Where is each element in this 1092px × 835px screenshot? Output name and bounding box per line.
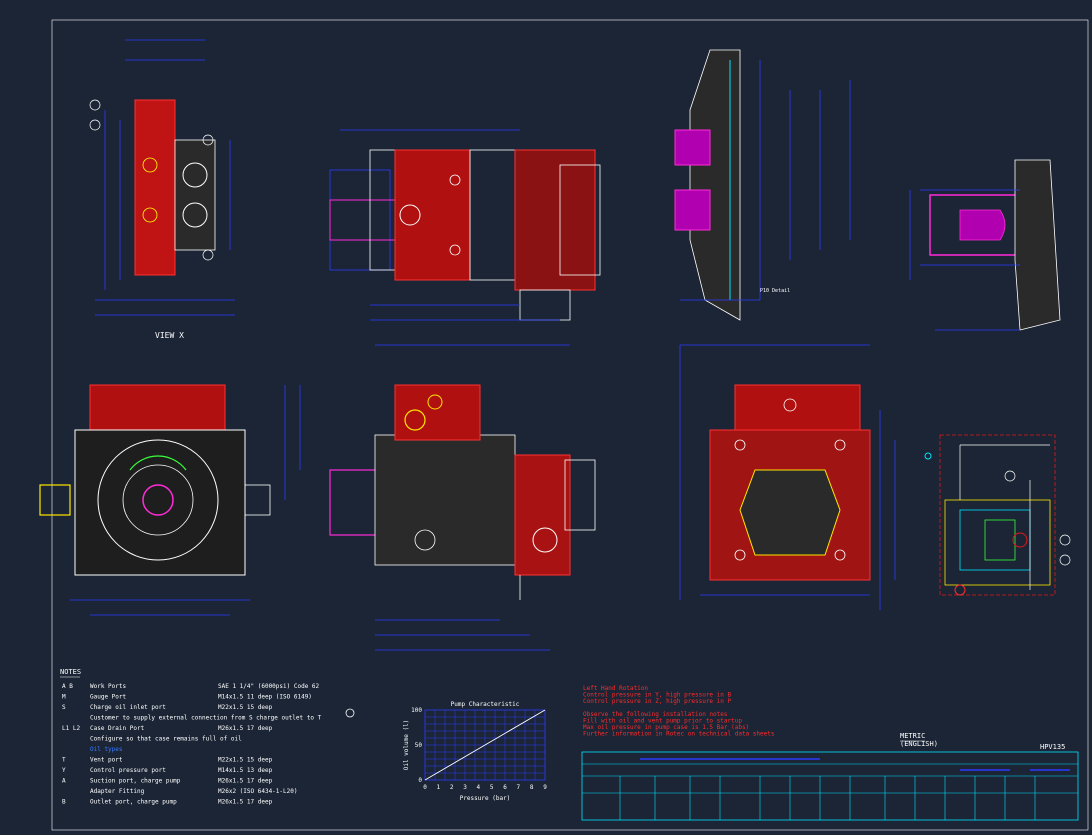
note-label: Outlet port, charge pump <box>90 799 177 806</box>
installation-note-line: Left Hand Rotation <box>583 685 648 692</box>
title-block: METRIC (ENGLISH) HPV135 <box>581 732 1079 821</box>
note-marker: T <box>62 757 66 764</box>
hydraulic-schematic <box>924 434 1071 596</box>
view-top-side <box>329 129 601 321</box>
chart-series <box>424 709 546 781</box>
english-label: (ENGLISH) <box>900 740 938 748</box>
note-label: Oil types <box>90 746 123 753</box>
note-label: Gauge Port <box>90 694 127 701</box>
chart-x-tick: 3 <box>463 784 467 791</box>
view-side-section <box>329 344 596 651</box>
chart-x-tick: 9 <box>543 784 547 791</box>
note-label: Configure so that case remains full of o… <box>90 736 242 743</box>
chart-x-tick: 2 <box>450 784 454 791</box>
chart-x-tick: 7 <box>517 784 521 791</box>
note-marker: A B <box>62 683 73 690</box>
note-marker: A <box>62 778 66 785</box>
chart-x-tick: 6 <box>503 784 507 791</box>
metric-label: METRIC <box>900 732 925 740</box>
chart-x-tick: 5 <box>490 784 494 791</box>
note-label: Work Ports <box>90 683 127 690</box>
view-front-right <box>679 344 896 610</box>
note-marker: M <box>62 694 66 701</box>
view-end-left <box>39 384 301 616</box>
note-value: M22x1.5 15 deep <box>218 757 273 764</box>
note-marker: Y <box>62 767 66 774</box>
note-marker: L1 L2 <box>62 725 80 732</box>
view-top-left <box>89 39 235 316</box>
chart-y-tick: 100 <box>411 707 422 714</box>
chart-x-ticks: 0 1 2 3 4 5 6 7 8 9 <box>423 784 547 791</box>
chart-x-tick: 4 <box>477 784 481 791</box>
view-top-detail <box>674 49 851 321</box>
note-label: Adapter Fitting <box>90 788 145 795</box>
note-label: Charge oil inlet port <box>90 704 166 711</box>
note-value: M22x1.5 15 deep <box>218 704 273 711</box>
pump-characteristic-chart: Pump Characteristic 0 1 2 3 4 5 6 7 8 9 0 50 100 Pr… <box>403 701 547 802</box>
note-label: Suction port, charge pump <box>90 778 181 785</box>
note-value: M26x1.5 17 deep <box>218 799 273 806</box>
note-value: M26x1.5 17 deep <box>218 778 273 785</box>
installation-note-line: Control pressure in Y, high pressure in … <box>583 692 731 699</box>
note-marker: S <box>62 704 66 711</box>
view-x-label: VIEW X <box>155 331 184 340</box>
drawing-border <box>51 19 1089 831</box>
chart-x-label: Pressure (bar) <box>460 795 511 802</box>
chart-y-tick: 0 <box>418 777 422 784</box>
note-label: Customer to supply external connection f… <box>90 715 322 722</box>
chart-x-tick: 0 <box>423 784 427 791</box>
chart-x-tick: 8 <box>530 784 534 791</box>
chart-series-line <box>424 709 546 781</box>
chart-grid <box>425 710 545 780</box>
installation-note-line: Control pressure in Z, high pressure in … <box>583 698 731 705</box>
note-value: SAE 1 1/4" (6000psi) Code 62 <box>218 683 320 690</box>
note-value: M14x1.5 11 deep (ISO 6149) <box>218 694 312 701</box>
notes-block: NOTES A B Work Ports SAE 1 1/4" (6000psi) … <box>60 668 322 806</box>
note-value: M26x2 (ISO 6434-1-L20) <box>218 788 297 795</box>
chart-title: Pump Characteristic <box>451 701 520 708</box>
model-label: HPV135 <box>1040 743 1065 751</box>
installation-note-line: Further information in Rotec on technica… <box>583 731 775 738</box>
view-shaft-detail <box>909 159 1061 331</box>
note-label: Control pressure port <box>90 767 166 774</box>
note-value: M14x1.5 13 deep <box>218 767 273 774</box>
installation-note-line: Max oil pressure in pump case is 1.5 Bar… <box>583 724 749 731</box>
note-marker: B <box>62 799 66 806</box>
chart-y-ticks: 0 50 100 <box>411 707 422 784</box>
chart-y-label: Oil volume (l) <box>403 720 410 771</box>
detail-label: P10 Detail <box>760 288 790 294</box>
chart-y-tick: 50 <box>415 742 423 749</box>
installation-note-line: Fill with oil and vent pump prior to sta… <box>583 718 742 725</box>
chart-x-tick: 1 <box>437 784 441 791</box>
note-value: M26x1.5 17 deep <box>218 725 273 732</box>
installation-note-line: Observe the following installation notes <box>583 711 728 718</box>
notes-title: NOTES <box>60 668 81 676</box>
note-label: Case Drain Port <box>90 725 145 732</box>
note-label: Vent port <box>90 757 123 764</box>
reference-circle <box>345 708 355 718</box>
